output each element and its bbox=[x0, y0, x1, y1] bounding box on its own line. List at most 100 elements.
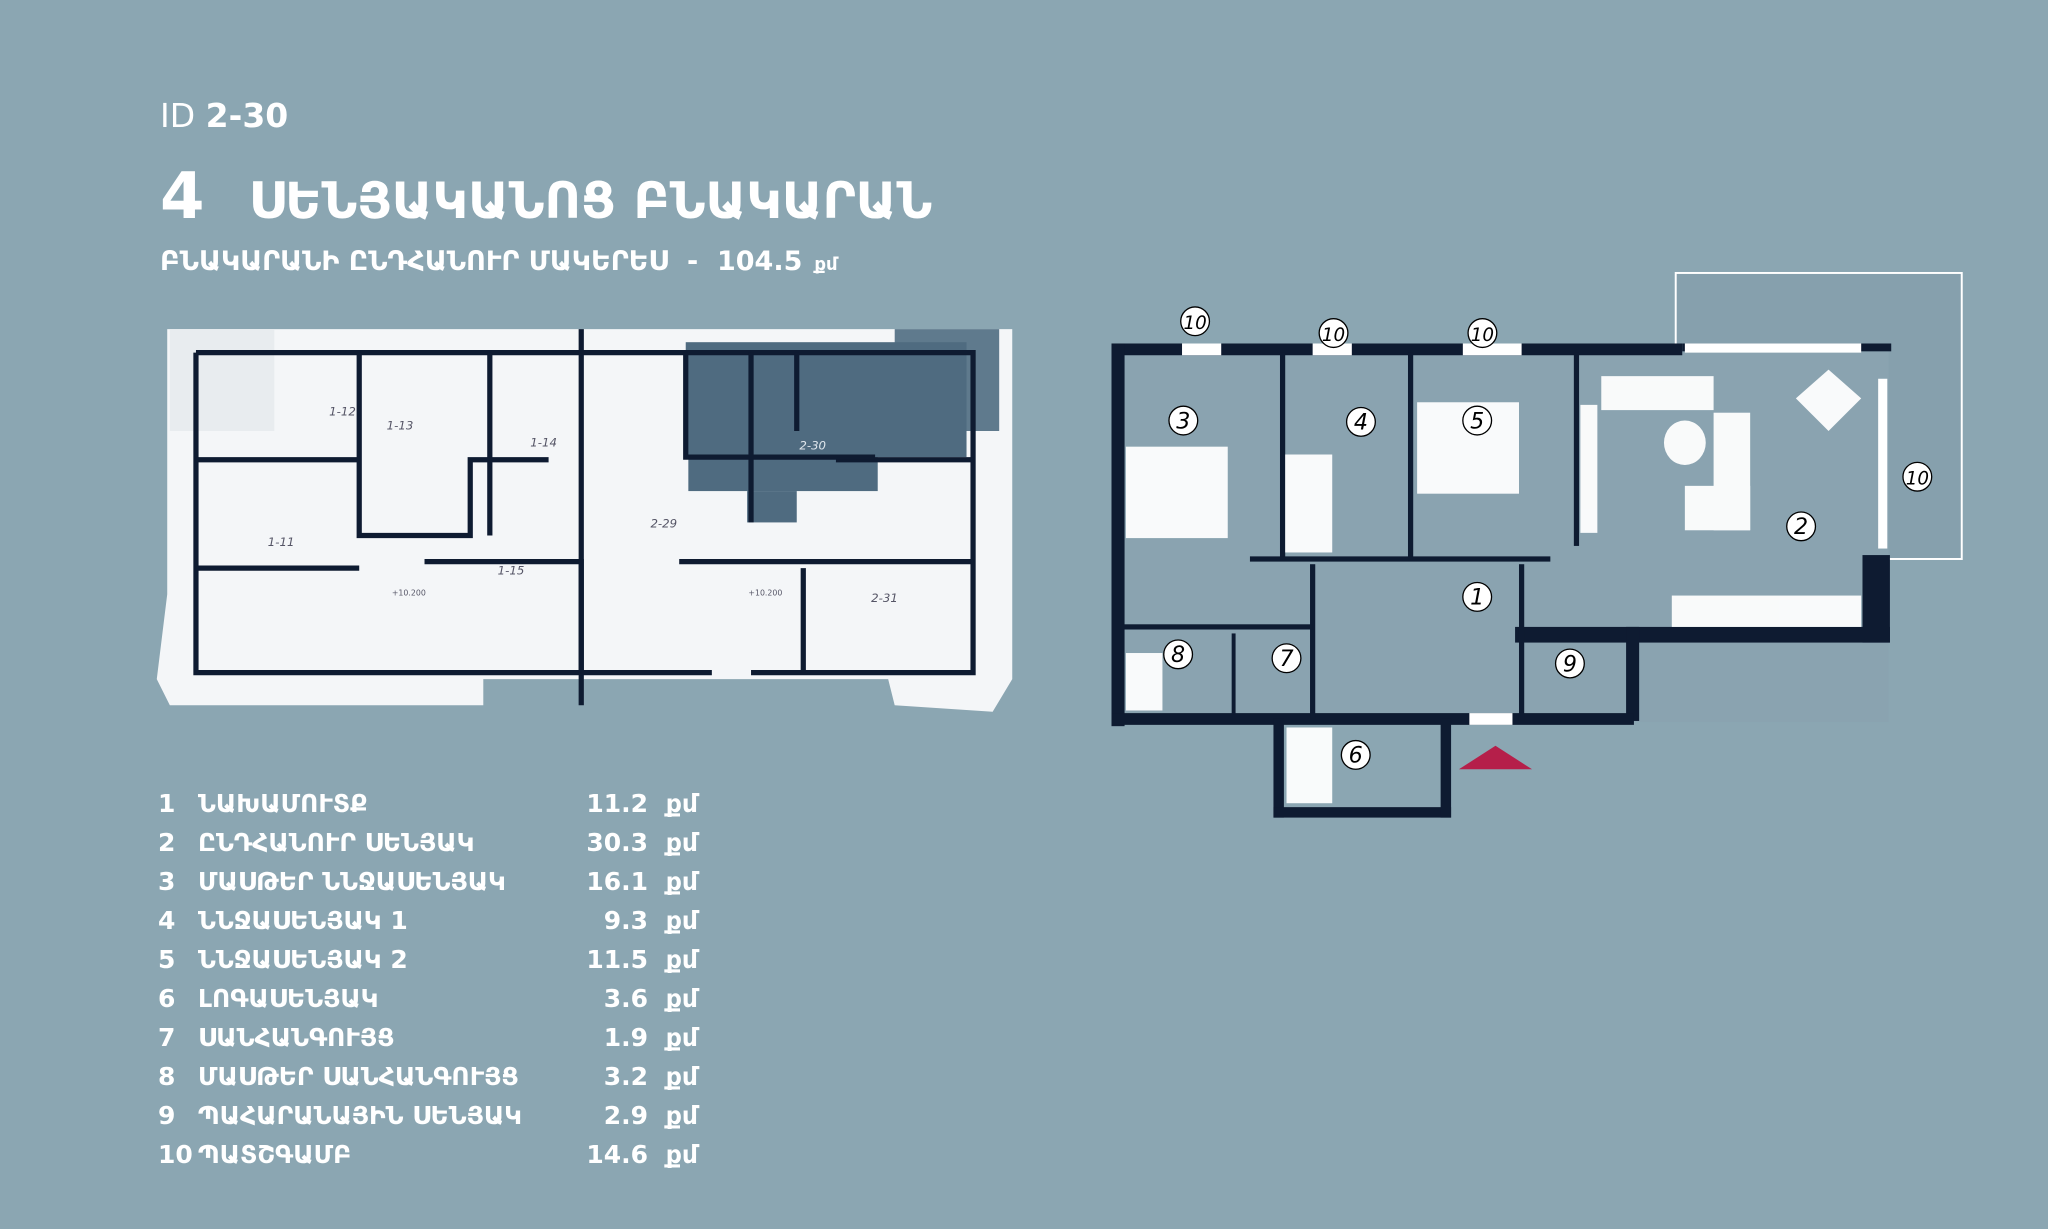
total-area-label: ԲՆԱԿԱՐԱՆԻ ԸՆԴՀԱՆՈՒՐ ՄԱԿԵՐԵՍ bbox=[160, 246, 669, 277]
highlighted-unit-2-30-lower bbox=[688, 457, 878, 492]
balcony-left bbox=[169, 329, 275, 431]
id-value: 2-30 bbox=[205, 96, 289, 135]
svg-text:10: 10 bbox=[1906, 469, 1929, 490]
coffee-table-icon bbox=[1663, 420, 1706, 465]
room-name: ՆՆՋԱՍԵՆՅԱԿ 1 bbox=[198, 906, 408, 935]
room-area: 1.9 bbox=[603, 1023, 648, 1052]
room-name: ՆՆՋԱՍԵՆՅԱԿ 2 bbox=[198, 945, 408, 974]
shower-icon bbox=[1125, 653, 1163, 711]
room-area: 2.9 bbox=[603, 1101, 648, 1130]
room-area: 9.3 bbox=[603, 906, 648, 935]
room-number: 9 bbox=[158, 1101, 176, 1130]
room-label-5: 5 bbox=[1462, 405, 1493, 436]
room-label-10: 10 bbox=[1180, 306, 1211, 337]
unit-label-highlighted: 2-30 bbox=[799, 438, 826, 452]
unit-label: 1-14 bbox=[530, 436, 557, 450]
room-list-item: 9 ՊԱՀԱՐԱՆԱՅԻՆ ՍԵՆՅԱԿ 2.9 քմ bbox=[158, 1096, 698, 1135]
svg-text:10: 10 bbox=[1471, 325, 1494, 346]
room-name: ՊԱՀԱՐԱՆԱՅԻՆ ՍԵՆՅԱԿ bbox=[198, 1101, 523, 1130]
room-area: 16.1 bbox=[586, 867, 648, 896]
room-label-3: 3 bbox=[1168, 405, 1199, 436]
furniture bbox=[1125, 369, 1862, 804]
room-label-10: 10 bbox=[1318, 318, 1349, 349]
unit-label: 2-31 bbox=[871, 591, 898, 605]
entrance-marker-icon bbox=[1458, 745, 1533, 770]
room-label-1: 1 bbox=[1462, 581, 1493, 612]
room-number: 6 bbox=[158, 984, 176, 1013]
unit-label: 1-15 bbox=[498, 564, 525, 578]
rooms-count: 4 bbox=[160, 160, 205, 234]
room-number: 1 bbox=[158, 789, 176, 818]
room-number: 2 bbox=[158, 828, 176, 857]
svg-text:2: 2 bbox=[1794, 514, 1808, 540]
dining-table-icon bbox=[1795, 369, 1862, 431]
unit-labels: 1-12 1-13 1-14 1-11 1-15 2-29 2-30 2-31 … bbox=[268, 404, 898, 605]
highlighted-unit-2-30 bbox=[685, 342, 967, 458]
room-label-4: 4 bbox=[1345, 406, 1376, 437]
room-label-10: 10 bbox=[1902, 461, 1933, 492]
unit-label: 1-11 bbox=[268, 535, 295, 549]
id-prefix: ID bbox=[160, 96, 196, 135]
page-title: 4 ՍԵՆՅԱԿԱՆՈՑ ԲՆԱԿԱՐԱՆ bbox=[160, 160, 932, 234]
room-label-9: 9 bbox=[1554, 648, 1585, 679]
room-number: 10 bbox=[158, 1140, 193, 1169]
bathtub-icon bbox=[1286, 727, 1333, 804]
svg-text:8: 8 bbox=[1171, 642, 1185, 668]
room-area-unit: քմ bbox=[665, 1140, 698, 1169]
svg-text:9: 9 bbox=[1563, 651, 1577, 677]
room-list-item: 4 ՆՆՋԱՍԵՆՅԱԿ 1 9.3 քմ bbox=[158, 901, 698, 940]
room-number: 3 bbox=[158, 867, 176, 896]
title-text: ՍԵՆՅԱԿԱՆՈՑ ԲՆԱԿԱՐԱՆ bbox=[248, 172, 933, 230]
room-label-2: 2 bbox=[1786, 511, 1817, 542]
highlighted-unit-2-30-hall bbox=[747, 491, 797, 523]
room-area-unit: քմ bbox=[665, 906, 698, 935]
room-labels: 10 10 10 10 3 4 5 2 1 8 7 9 6 bbox=[1163, 306, 1933, 770]
room-area: 14.6 bbox=[586, 1140, 648, 1169]
elevation-label: +10.200 bbox=[748, 589, 782, 598]
svg-text:5: 5 bbox=[1470, 408, 1484, 434]
room-area: 11.5 bbox=[586, 945, 648, 974]
svg-text:3: 3 bbox=[1176, 408, 1190, 434]
room-number: 5 bbox=[158, 945, 176, 974]
room-name: ՆԱԽԱՄՈՒՏՔ bbox=[198, 789, 368, 818]
svg-text:4: 4 bbox=[1354, 410, 1368, 436]
svg-text:1: 1 bbox=[1470, 585, 1484, 611]
armchair-icon bbox=[1684, 485, 1751, 531]
total-area-unit: քմ bbox=[814, 254, 838, 275]
room-number: 4 bbox=[158, 906, 176, 935]
svg-text:10: 10 bbox=[1322, 325, 1345, 346]
unit-label: 2-29 bbox=[650, 517, 677, 531]
bed-icon bbox=[1125, 446, 1228, 539]
desk-icon bbox=[1285, 454, 1333, 553]
room-label-6: 6 bbox=[1340, 739, 1371, 770]
total-area-value: 104.5 bbox=[716, 246, 803, 277]
separator: - bbox=[686, 246, 699, 277]
room-area-unit: քմ bbox=[665, 1101, 698, 1130]
svg-text:10: 10 bbox=[1183, 313, 1206, 334]
building-floor-plan: 1-12 1-13 1-14 1-11 1-15 2-29 2-30 2-31 … bbox=[156, 329, 1013, 712]
room-number: 7 bbox=[158, 1023, 176, 1052]
room-area: 30.3 bbox=[586, 828, 648, 857]
room-name: ԸՆԴՀԱՆՈՒՐ ՍԵՆՅԱԿ bbox=[198, 828, 475, 857]
elevation-label: +10.200 bbox=[392, 589, 426, 598]
room-label-7: 7 bbox=[1271, 643, 1302, 674]
room-label-10: 10 bbox=[1467, 318, 1498, 349]
room-label-8: 8 bbox=[1163, 639, 1194, 670]
room-area: 3.2 bbox=[603, 1062, 648, 1091]
svg-text:6: 6 bbox=[1349, 743, 1363, 769]
building-walls bbox=[193, 329, 976, 706]
apartment-plan: 10 10 10 10 3 4 5 2 1 8 7 9 6 bbox=[1111, 271, 1963, 818]
room-name: ՊԱՏՇԳԱՄԲ bbox=[198, 1140, 352, 1169]
sofa-icon bbox=[1601, 376, 1714, 411]
room-area-unit: քմ bbox=[665, 984, 698, 1013]
room-name: ՄԱՍԹԵՐ ՆՆՋԱՍԵՆՅԱԿ bbox=[198, 867, 506, 896]
kitchen-counter-icon bbox=[1671, 595, 1862, 627]
